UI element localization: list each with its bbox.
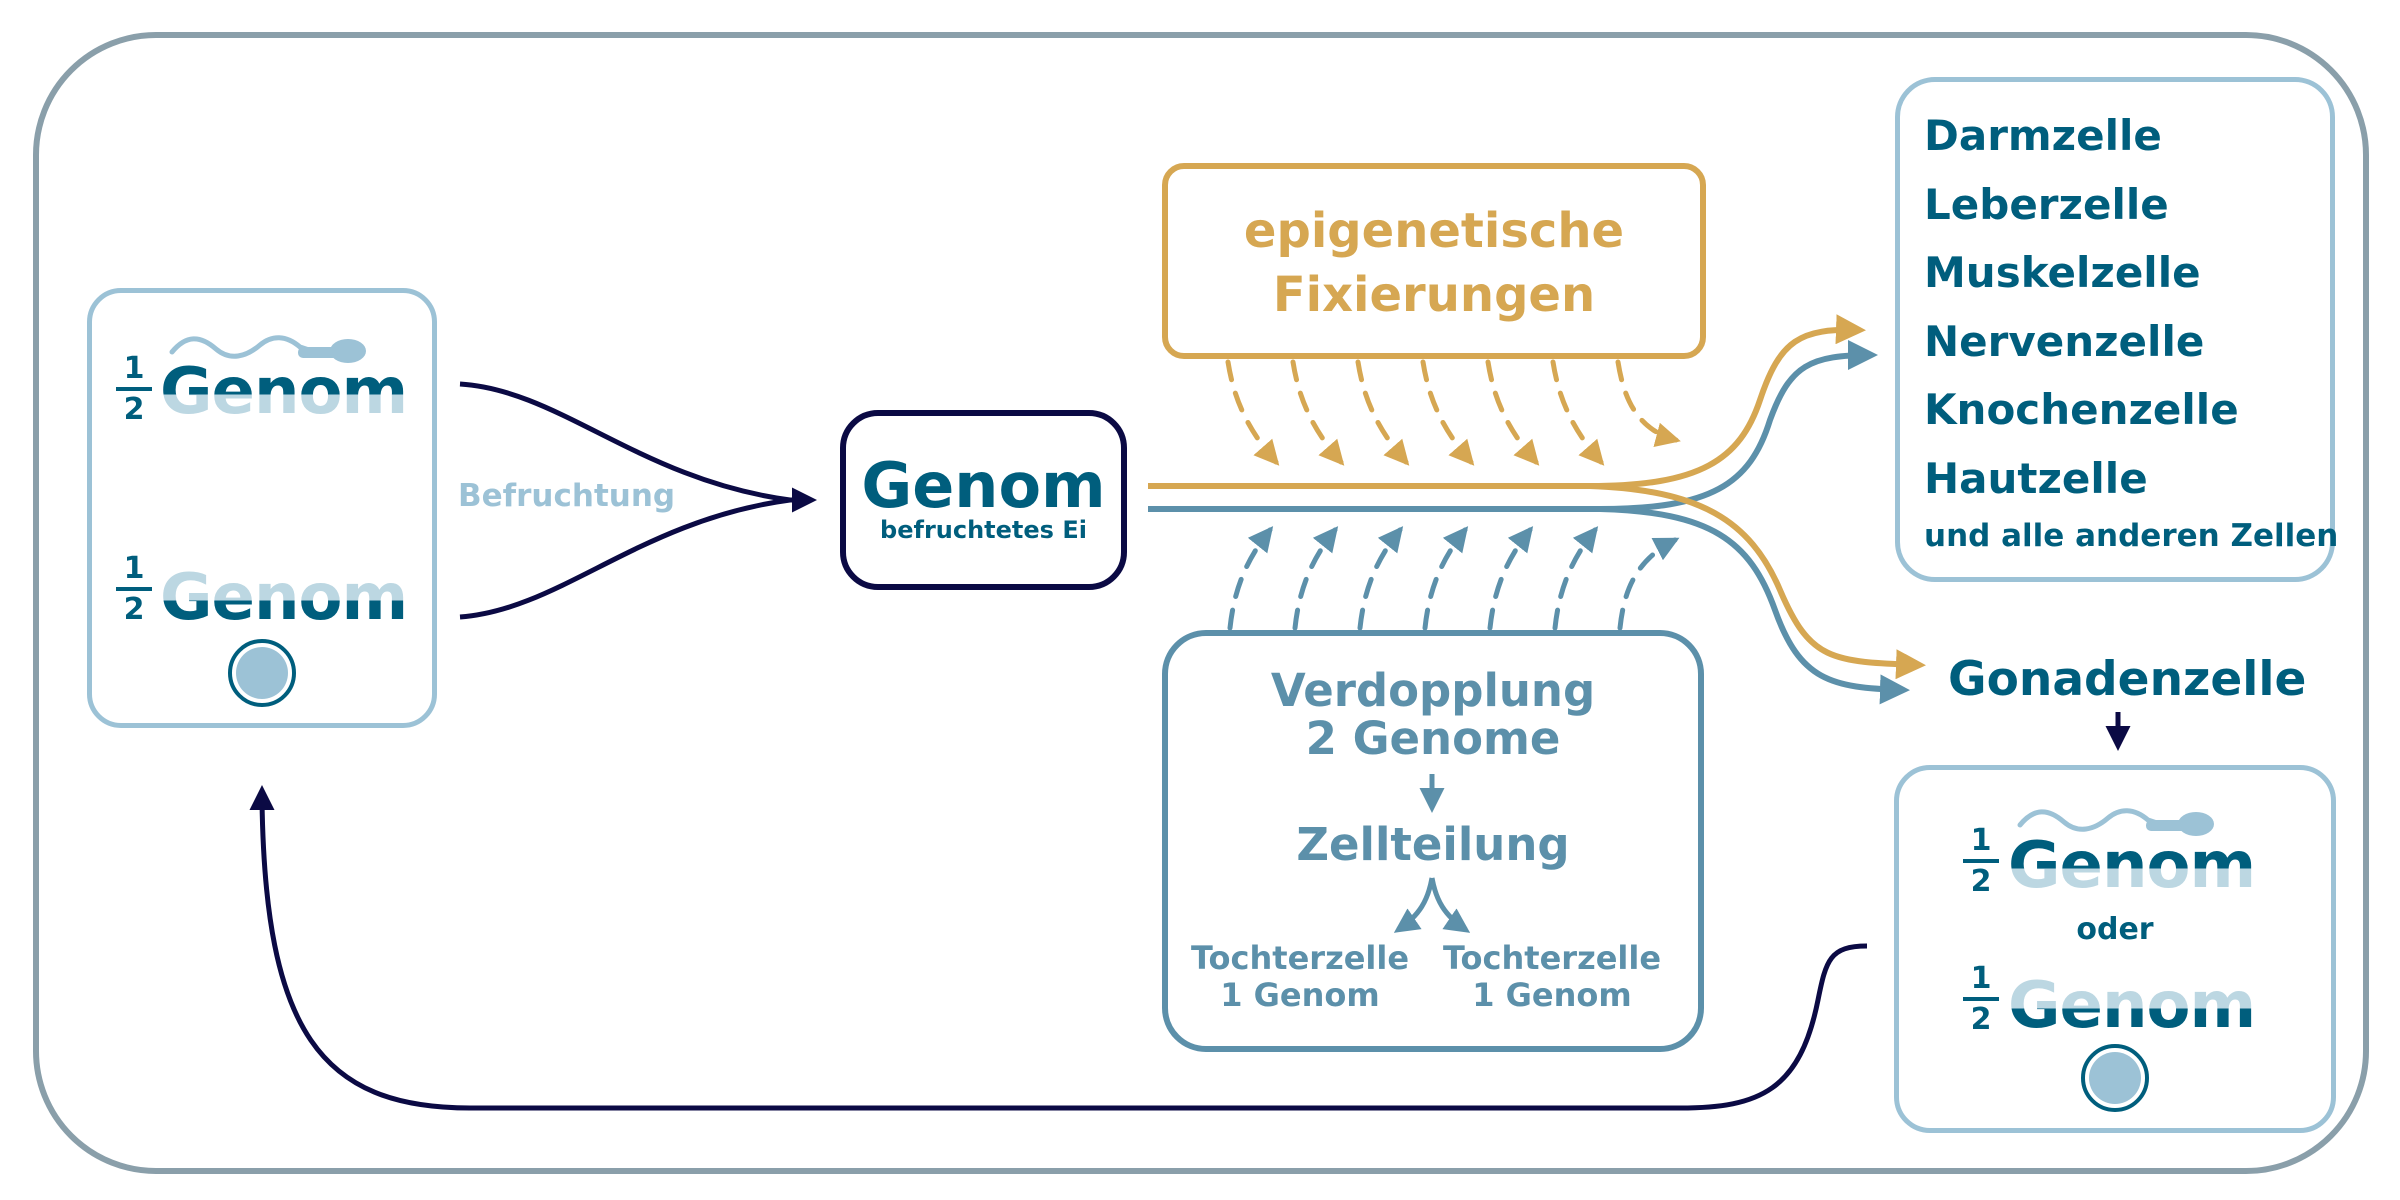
daughter-genome: 1 Genom	[1220, 976, 1380, 1014]
gonad-cell-label: Gonadenzelle	[1948, 652, 2307, 707]
epigenetic-dashed-arrow	[1225, 359, 1280, 466]
fraction-denominator: 2	[1970, 864, 1992, 899]
replication-dashed-arrow	[1292, 526, 1339, 631]
division-label: Zellteilung	[1296, 818, 1570, 871]
epigenetic-dashed-arrow	[1550, 359, 1605, 466]
flow-line-gold-gonad	[1589, 483, 1926, 680]
egg-cell-icon	[2081, 1044, 2149, 1112]
daughter-name: Tochterzelle	[1190, 939, 1410, 977]
epigenetic-dashed-arrow	[1355, 359, 1410, 466]
zygote-subtitle: befruchtetes Ei	[880, 516, 1087, 544]
epigenetic-dashed-arrow	[1420, 359, 1475, 466]
replication-line1: Verdopplung	[1270, 664, 1596, 717]
daughter-cell-right: Tochterzelle 1 Genom	[1442, 940, 1662, 1014]
somatic-cell-item: Knochenzelle	[1924, 385, 2239, 434]
epigenetic-arrows	[1225, 359, 1681, 466]
sperm-icon	[2017, 808, 2214, 836]
somatic-cell-item: Hautzelle	[1924, 453, 2148, 503]
replication-dashed-arrow	[1227, 526, 1274, 631]
outer-frame	[33, 32, 2369, 1174]
somatic-footer: und alle anderen Zellen	[1924, 518, 2339, 554]
fraction-bar	[1963, 997, 1999, 1001]
flow-line-gold-somatic	[1148, 314, 1866, 489]
replication-line2: 2 Genome	[1305, 712, 1561, 765]
zygote-title: Genom	[861, 449, 1106, 522]
fraction-denominator: 2	[123, 392, 145, 427]
fraction-bar	[116, 387, 152, 391]
sperm-genome-label: Genom Genom Genom	[160, 355, 408, 429]
fertilization-arrow-sperm	[459, 381, 817, 513]
fraction-bar	[116, 587, 152, 591]
daughter-genome: 1 Genom	[1472, 976, 1632, 1014]
epigenetic-dashed-arrow	[1615, 359, 1681, 447]
sperm-icon	[169, 335, 366, 363]
gamete-sperm-genome-label: Genom Genom Genom	[2008, 829, 2256, 903]
egg-fraction: 1 2	[116, 552, 152, 627]
cycle-return-arrow	[249, 785, 1868, 1111]
daughter-cell-left: Tochterzelle 1 Genom	[1190, 940, 1410, 1014]
egg-genome-label: Genom Genom Genom	[160, 561, 408, 635]
fraction-bar	[1963, 859, 1999, 863]
fraction-numerator: 1	[123, 351, 145, 386]
somatic-cell-item: Nervenzelle	[1924, 316, 2205, 366]
daughter-name: Tochterzelle	[1442, 939, 1662, 977]
replication-dashed-arrow	[1552, 526, 1599, 631]
epigenetic-dashed-arrow	[1290, 359, 1345, 466]
fraction-denominator: 2	[1970, 1002, 1992, 1037]
epigenetic-line2: Fixierungen	[1272, 267, 1596, 323]
or-label: oder	[2076, 912, 2154, 947]
fertilization-arrow-egg	[459, 497, 791, 620]
somatic-cell-item: Darmzelle	[1924, 111, 2162, 160]
sperm-fraction: 1 2	[116, 352, 152, 427]
egg-cell-icon	[228, 639, 296, 707]
zygote-box: Genom befruchtetes Ei	[840, 410, 1127, 590]
somatic-cell-item: Muskelzelle	[1924, 248, 2201, 297]
somatic-cell-item: Leberzelle	[1924, 179, 2169, 229]
epigenetic-dashed-arrow	[1485, 359, 1540, 466]
gamete-egg-genome-label: Genom Genom Genom	[2008, 969, 2256, 1043]
replication-dashed-arrow	[1487, 526, 1534, 631]
flow-line-blue-gonad	[1599, 506, 1910, 705]
replication-box	[1162, 630, 1704, 1052]
fraction-numerator: 1	[1970, 961, 1992, 996]
fraction-denominator: 2	[123, 592, 145, 627]
replication-dashed-arrow	[1357, 526, 1404, 631]
gamete-egg-fraction: 1 2	[1963, 962, 1999, 1037]
epigenetic-box: epigenetische Fixierungen	[1162, 163, 1706, 359]
epigenetic-line1: epigenetische	[1243, 203, 1625, 259]
division-arrow-right	[1429, 877, 1471, 933]
flow-line-blue-somatic	[1148, 340, 1878, 512]
replication-arrows	[1227, 526, 1680, 631]
replication-dashed-arrow	[1617, 537, 1680, 631]
gamete-sperm-fraction: 1 2	[1963, 824, 1999, 899]
replication-dashed-arrow	[1422, 526, 1469, 631]
fraction-numerator: 1	[123, 551, 145, 586]
fraction-numerator: 1	[1970, 823, 1992, 858]
fertilization-label: Befruchtung	[458, 478, 676, 514]
